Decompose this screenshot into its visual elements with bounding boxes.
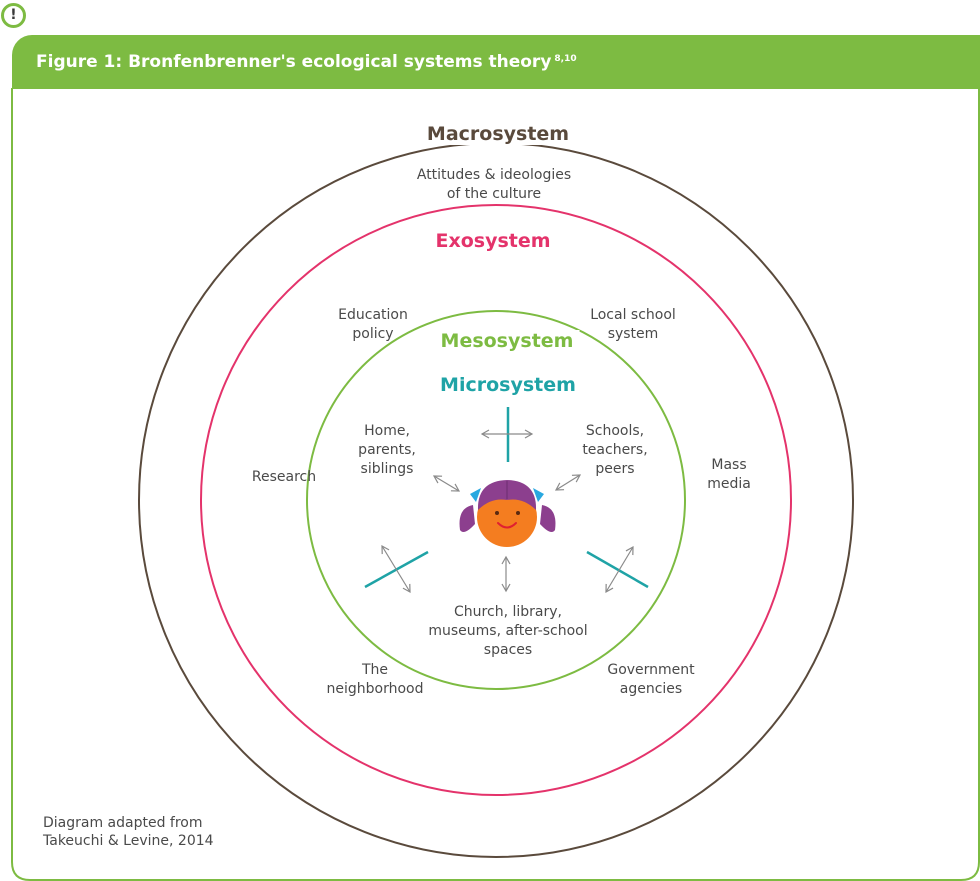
arrow-schools <box>554 474 582 491</box>
label-local-school-line2: system <box>607 326 659 342</box>
label-culture: Attitudes & ideologies of the culture <box>417 166 571 204</box>
label-neighborhood-line2: neighborhood <box>326 681 424 697</box>
arrow-left <box>381 544 411 594</box>
mesosystem-title-text: Mesosystem <box>440 330 574 352</box>
child-face-icon <box>459 480 556 547</box>
arrow-home <box>432 475 461 492</box>
label-schools-line2: teachers, <box>582 442 648 458</box>
macrosystem-title: Macrosystem <box>420 123 576 145</box>
label-schools-line3: peers <box>595 461 635 477</box>
micro-divider-right <box>586 550 649 589</box>
exosystem-title-text: Exosystem <box>435 230 551 252</box>
label-government-line2: agencies <box>619 681 683 697</box>
exosystem-ring <box>200 204 792 796</box>
figure-references: 8,10 <box>554 54 577 64</box>
label-local-school-line1: Local school <box>590 307 676 323</box>
label-schools: Schools, teachers, peers <box>582 422 647 479</box>
label-church-line3: spaces <box>483 642 533 658</box>
credit-line1: Diagram adapted from <box>43 815 203 831</box>
label-government-agencies: Government agencies <box>607 661 694 699</box>
label-home: Home, parents, siblings <box>358 422 416 479</box>
label-research-line1: Research <box>251 469 317 485</box>
exclamation-icon: ! <box>1 3 26 28</box>
mesosystem-ring <box>306 310 686 690</box>
label-education-policy-line1: Education <box>338 307 408 323</box>
exosystem-title: Exosystem <box>429 230 557 252</box>
figure-title-text: Figure 1: Bronfenbrenner's ecological sy… <box>36 52 552 72</box>
figure-title: Figure 1: Bronfenbrenner's ecological sy… <box>36 52 577 72</box>
label-schools-line1: Schools, <box>585 423 645 439</box>
label-home-line3: siblings <box>360 461 414 477</box>
label-mass-media: Mass media <box>707 456 751 494</box>
label-government-line1: Government <box>607 662 695 678</box>
microsystem-title: Microsystem <box>434 374 582 396</box>
label-church: Church, library, museums, after-school s… <box>428 603 587 660</box>
label-neighborhood-line1: The <box>361 662 389 678</box>
label-home-line1: Home, <box>364 423 410 439</box>
label-local-school-system: Local school system <box>590 306 676 344</box>
exclamation-glyph: ! <box>10 7 17 23</box>
label-mass-media-line2: media <box>707 476 751 492</box>
label-research: Research <box>252 468 316 487</box>
macrosystem-title-text: Macrosystem <box>426 123 570 145</box>
label-culture-line1: Attitudes & ideologies <box>416 167 572 183</box>
label-education-policy: Education policy <box>338 306 408 344</box>
label-education-policy-line2: policy <box>352 326 394 342</box>
label-home-line2: parents, <box>358 442 416 458</box>
diagram-credit: Diagram adapted from Takeuchi & Levine, … <box>43 814 214 850</box>
label-church-line2: museums, after-school <box>428 623 588 639</box>
label-culture-line2: of the culture <box>446 186 542 202</box>
label-neighborhood: The neighborhood <box>327 661 424 699</box>
credit-line2: Takeuchi & Levine, 2014 <box>43 833 214 849</box>
arrow-right <box>605 545 634 594</box>
label-mass-media-line1: Mass <box>711 457 747 473</box>
mesosystem-title: Mesosystem <box>434 330 580 352</box>
figure-header-bar <box>12 35 980 89</box>
microsystem-title-text: Microsystem <box>440 374 576 396</box>
label-church-line1: Church, library, <box>454 604 562 620</box>
